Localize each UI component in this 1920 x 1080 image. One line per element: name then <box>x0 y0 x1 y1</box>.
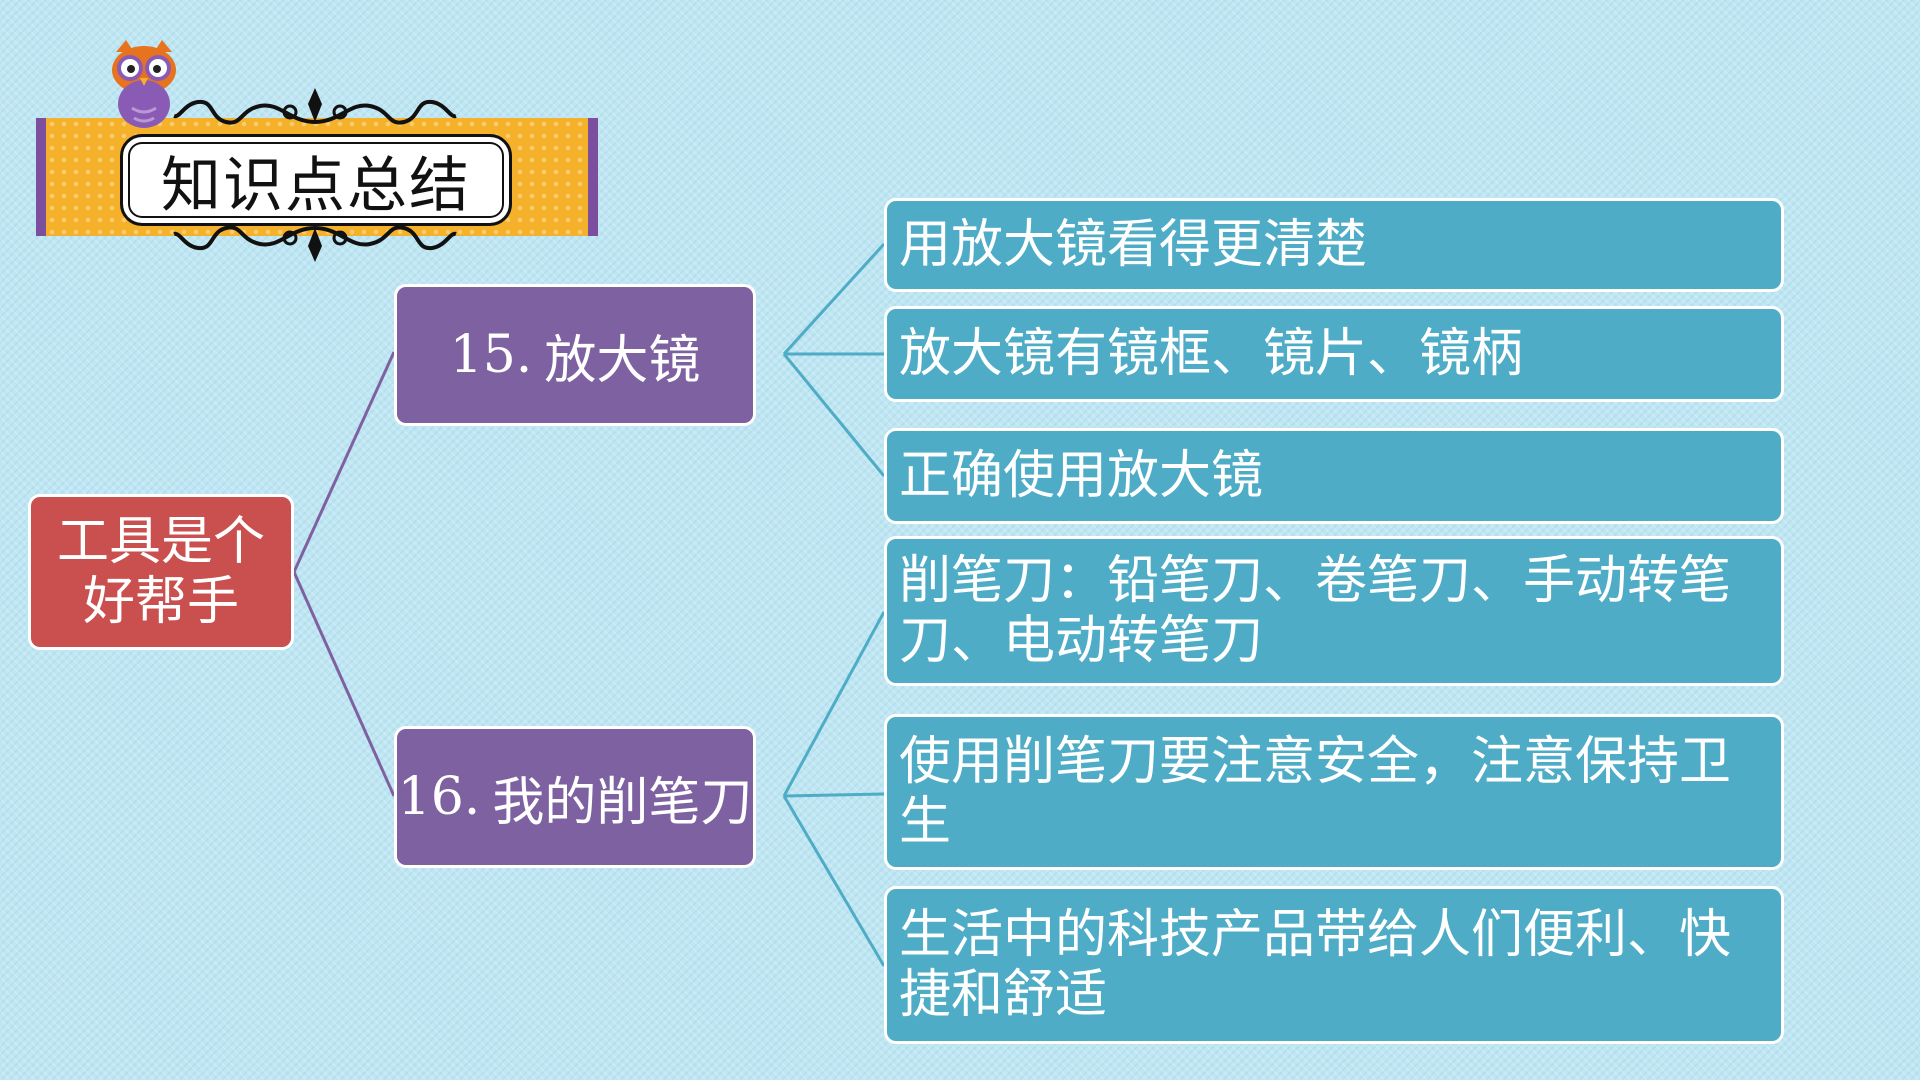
node-leaf-label: 正确使用放大镜 <box>899 446 1264 506</box>
node-branch-number: 15. <box>449 325 533 385</box>
title-plaque: 知识点总结 <box>120 134 512 226</box>
node-branch-number: 16. <box>397 767 481 827</box>
node-root-label: 工具是个好帮手 <box>56 512 265 632</box>
node-branch-pencil-sharpener: 16. 我的削笔刀 <box>394 726 756 868</box>
ornament-top-icon <box>173 88 457 125</box>
node-leaf-4: 削笔刀：铅笔刀、卷笔刀、手动转笔刀、电动转笔刀 <box>884 536 1784 686</box>
node-leaf-label: 削笔刀：铅笔刀、卷笔刀、手动转笔刀、电动转笔刀 <box>899 551 1732 671</box>
node-leaf-label: 生活中的科技产品带给人们便利、快捷和舒适 <box>899 905 1732 1025</box>
connector-branch-2-leaf-2 <box>783 792 885 798</box>
page-title: 知识点总结 <box>161 150 471 221</box>
node-branch-label: 放大镜 <box>544 330 701 391</box>
node-branch-magnifier: 15. 放大镜 <box>394 284 756 426</box>
node-branch-label: 我的削笔刀 <box>492 772 753 833</box>
owl-icon <box>112 40 176 128</box>
connector-branch-1-leaf-3 <box>782 353 886 477</box>
ornament-bottom-icon <box>173 225 457 262</box>
connector-root-branch-2 <box>292 571 396 797</box>
node-leaf-label: 使用削笔刀要注意安全，注意保持卫生 <box>899 732 1732 852</box>
node-leaf-5: 使用削笔刀要注意安全，注意保持卫生 <box>884 714 1784 870</box>
node-leaf-1: 用放大镜看得更清楚 <box>884 198 1784 292</box>
connector-branch-2-leaf-1 <box>782 611 886 797</box>
connector-root-branch-1 <box>292 351 396 573</box>
node-leaf-3: 正确使用放大镜 <box>884 428 1784 524</box>
node-leaf-label: 用放大镜看得更清楚 <box>899 215 1368 275</box>
connector-branch-2-leaf-3 <box>782 795 886 967</box>
node-root: 工具是个好帮手 <box>28 494 294 650</box>
connector-branch-1-leaf-1 <box>782 242 886 356</box>
node-leaf-2: 放大镜有镜框、镜片、镜柄 <box>884 306 1784 402</box>
node-leaf-label: 放大镜有镜框、镜片、镜柄 <box>899 324 1524 384</box>
node-leaf-6: 生活中的科技产品带给人们便利、快捷和舒适 <box>884 886 1784 1044</box>
